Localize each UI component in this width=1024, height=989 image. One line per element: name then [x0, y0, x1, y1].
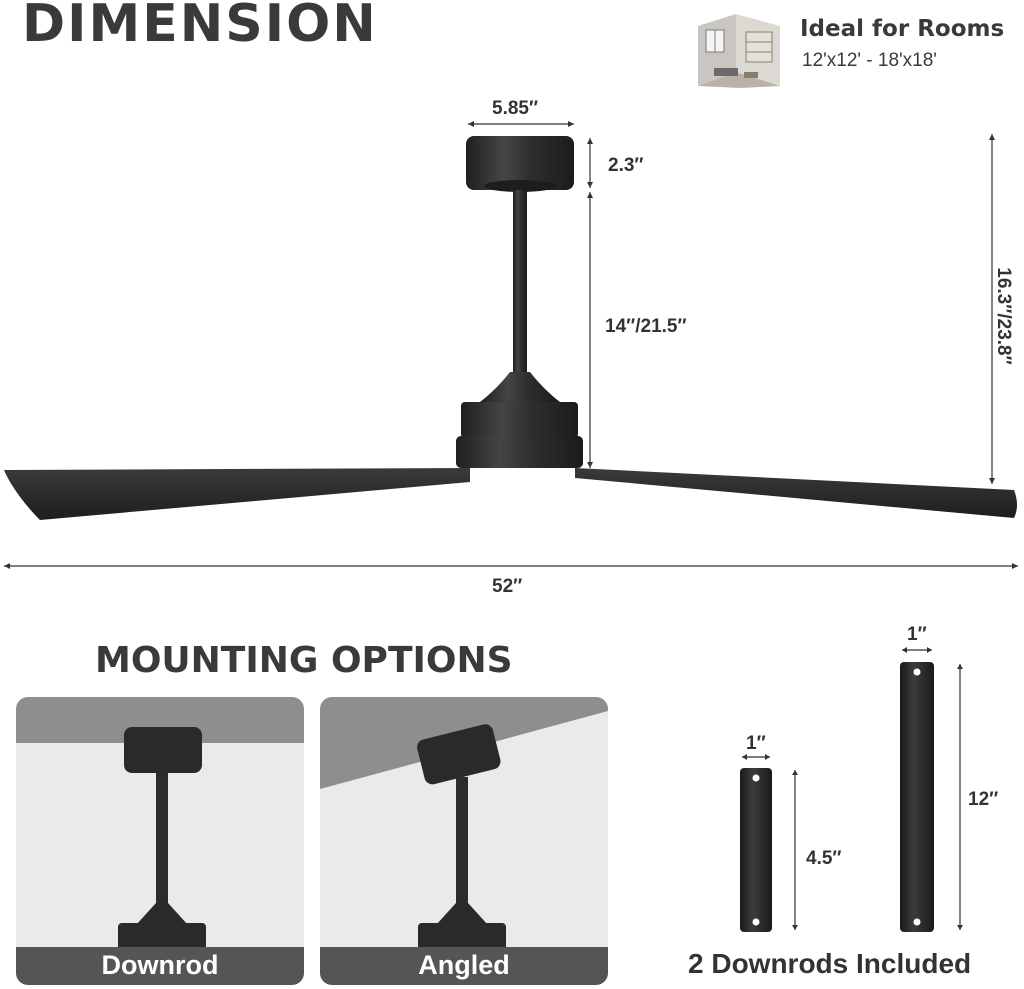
mounting-title: MOUNTING OPTIONS: [95, 640, 513, 681]
short-rod-diameter-label: 1″: [746, 733, 766, 754]
motor-cone: [480, 372, 560, 402]
canopy-height-label: 2.3″: [608, 155, 644, 176]
downrods-illustration: [740, 647, 963, 932]
canopy: [466, 136, 574, 190]
downrod-length-label: 14″/21.5″: [605, 316, 687, 337]
left-blade: [4, 468, 470, 520]
page-title: DIMENSION: [22, 0, 378, 54]
downrods-included-caption: 2 Downrods Included: [688, 948, 972, 979]
room-thumbnail: [696, 12, 782, 88]
motor-housing-top: [461, 402, 578, 438]
long-rod-length-label: 12″: [968, 789, 999, 810]
room-title: Ideal for Rooms: [800, 16, 1005, 42]
downrod-option-label: Downrod: [101, 950, 219, 980]
room-range: 12'x12' - 18'x18': [802, 50, 937, 71]
downrod-mount-panel: Downrod: [16, 697, 304, 985]
short-downrod: [740, 768, 772, 932]
long-downrod: [900, 662, 934, 932]
canopy-width-label: 5.85″: [492, 98, 539, 119]
motor-housing-bottom: [456, 436, 583, 468]
downrod: [513, 190, 527, 376]
span-label: 52″: [492, 576, 523, 597]
short-rod-length-label: 4.5″: [806, 848, 842, 869]
ceiling-fan-illustration: [4, 121, 1018, 569]
total-height-label: 16.3″/23.8″: [993, 267, 1014, 365]
angled-mount-panel: Angled: [320, 697, 608, 985]
angled-option-label: Angled: [418, 950, 510, 980]
right-blade: [575, 468, 1017, 518]
long-rod-diameter-label: 1″: [907, 624, 927, 645]
